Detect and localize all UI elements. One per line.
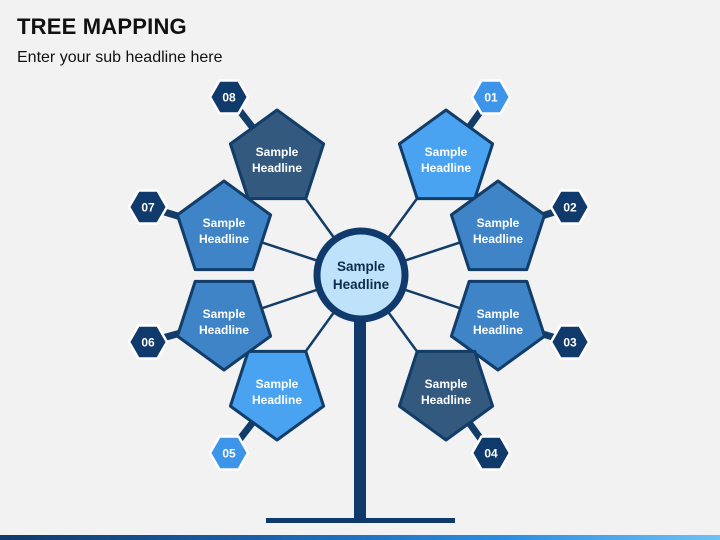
number-badge-01 — [470, 79, 512, 115]
headline-label-line1-04: Sample — [425, 377, 468, 391]
headline-label-line1-01: Sample — [425, 145, 468, 159]
headline-pentagon-08 — [228, 108, 326, 201]
number-badge-label-07: 07 — [141, 201, 155, 215]
number-badge-06 — [127, 324, 169, 360]
tree-nodes: 01SampleHeadline02SampleHeadline03Sample… — [127, 79, 591, 471]
number-badge-02 — [549, 189, 591, 225]
headline-pentagon-06 — [175, 279, 273, 372]
number-badge-08 — [208, 79, 250, 115]
headline-pentagon-05 — [228, 349, 326, 442]
center-label-line1: Sample — [337, 259, 386, 274]
headline-label-line2-03: Headline — [473, 323, 523, 337]
trunk-base — [266, 518, 455, 523]
number-badge-07 — [127, 189, 169, 225]
headline-label-line1-05: Sample — [256, 377, 299, 391]
headline-label-line2-08: Headline — [252, 161, 302, 175]
number-badge-label-06: 06 — [141, 336, 155, 350]
number-badge-label-03: 03 — [563, 336, 577, 350]
headline-label-line1-06: Sample — [203, 307, 246, 321]
trunk-stem — [354, 315, 366, 522]
center-label-line2: Headline — [333, 277, 390, 292]
headline-label-line2-01: Headline — [421, 161, 471, 175]
number-badge-label-05: 05 — [222, 447, 236, 461]
headline-label-line1-03: Sample — [477, 307, 520, 321]
number-badge-label-08: 08 — [222, 91, 236, 105]
number-badge-label-04: 04 — [484, 447, 498, 461]
number-badge-04 — [470, 435, 512, 471]
headline-label-line2-02: Headline — [473, 232, 523, 246]
center-circle — [313, 227, 409, 323]
page-subtitle: Enter your sub headline here — [17, 49, 223, 66]
center-node: Sample Headline — [313, 227, 409, 323]
headline-label-line2-07: Headline — [199, 232, 249, 246]
headline-label-line1-02: Sample — [477, 216, 520, 230]
number-badge-label-01: 01 — [484, 91, 498, 105]
headline-pentagon-04 — [397, 349, 495, 442]
number-badge-03 — [549, 324, 591, 360]
number-badge-05 — [208, 435, 250, 471]
headline-label-line1-08: Sample — [256, 145, 299, 159]
headline-label-line2-04: Headline — [421, 393, 471, 407]
page-title: TREE MAPPING — [17, 14, 187, 39]
headline-pentagon-02 — [449, 179, 547, 272]
footer-accent-bar — [0, 535, 720, 540]
headline-label-line2-05: Headline — [252, 393, 302, 407]
tree-trunk — [266, 315, 455, 523]
headline-pentagon-07 — [175, 179, 273, 272]
headline-pentagon-03 — [449, 279, 547, 372]
headline-label-line2-06: Headline — [199, 323, 249, 337]
headline-pentagon-01 — [397, 108, 495, 201]
headline-label-line1-07: Sample — [203, 216, 246, 230]
number-badge-label-02: 02 — [563, 201, 577, 215]
